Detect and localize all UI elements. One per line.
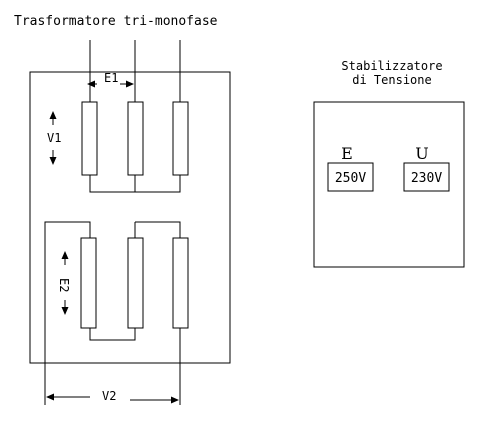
- v2-arrow: [46, 393, 179, 404]
- transformer-frame: [29, 71, 231, 364]
- secondary-windings: [80, 237, 189, 329]
- input-letter: E: [341, 144, 353, 163]
- input-value-box: [327, 162, 374, 192]
- primary-winding-3: [172, 101, 189, 176]
- primary-winding-2: [127, 101, 144, 176]
- secondary-top-connection: [44, 221, 181, 405]
- stabilizer-box: [313, 101, 465, 268]
- e1-label: E1: [104, 71, 118, 85]
- input-value: 250V: [335, 171, 366, 186]
- transformer-title: Trasformatore tri-monofase: [14, 14, 218, 29]
- output-value: 230V: [411, 171, 442, 186]
- output-letter: U: [415, 144, 428, 163]
- primary-winding-1: [81, 101, 98, 176]
- primary-star-connection: [89, 175, 181, 193]
- secondary-winding-1: [80, 237, 97, 329]
- output-value-box: [403, 162, 450, 192]
- secondary-bottom-connection: [89, 328, 136, 341]
- v2-label: V2: [102, 389, 116, 403]
- secondary-winding-2: [127, 237, 144, 329]
- primary-phase-lines: [89, 40, 181, 102]
- e2-label: E2: [57, 278, 71, 292]
- stabilizer-title-line2: di Tensione: [352, 73, 431, 87]
- primary-windings: [81, 101, 189, 176]
- v1-label: V1: [47, 131, 61, 145]
- secondary-winding-3: [172, 237, 189, 329]
- stabilizer-title-line1: Stabilizzatore: [341, 59, 442, 73]
